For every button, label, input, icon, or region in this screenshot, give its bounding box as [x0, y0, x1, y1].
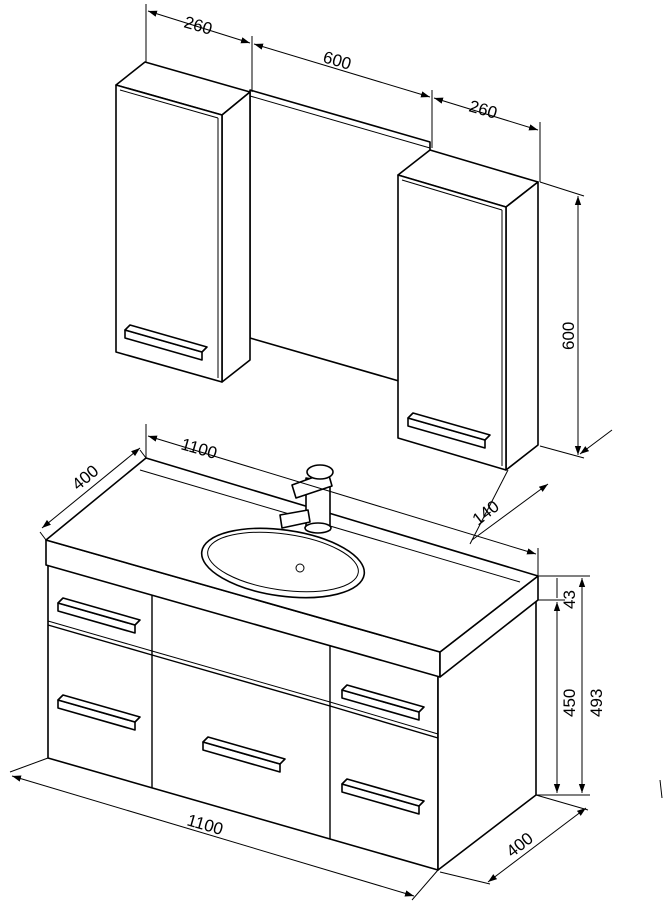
left-wall-cabinet	[115, 61, 251, 383]
dim-label-total-height: 493	[587, 689, 606, 717]
dim-label-worktop-thickness: 43	[560, 590, 579, 609]
left-cabinet-handle	[124, 324, 208, 361]
dimension-lines	[9, 4, 663, 901]
drawer-handle-top-right	[341, 684, 425, 721]
basin-drain	[295, 563, 305, 573]
vanity-worktop	[45, 457, 539, 678]
mirror-unit	[115, 61, 539, 471]
drawer-handle-bottom-left	[57, 694, 141, 731]
dim-label-vanity-base-width: 1100	[185, 811, 225, 839]
dim-label-mirror-height: 600	[559, 322, 578, 350]
dim-label-mirror-depth: 140	[469, 497, 503, 529]
dim-label-right-cabinet-width: 260	[467, 97, 500, 123]
dim-label-vanity-top-depth: 400	[68, 461, 102, 494]
dim-label-cabinet-height: 450	[560, 689, 579, 717]
dim-label-vanity-top-width: 1100	[179, 435, 219, 463]
dim-label-mirror-width: 600	[321, 48, 354, 74]
dim-label-vanity-base-depth: 400	[503, 829, 537, 861]
dim-label-left-cabinet-width: 260	[182, 13, 215, 39]
drawer-handle-center	[202, 736, 286, 773]
drawer-handle-top-left	[57, 597, 141, 634]
right-wall-cabinet	[397, 149, 539, 471]
faucet	[279, 464, 334, 534]
